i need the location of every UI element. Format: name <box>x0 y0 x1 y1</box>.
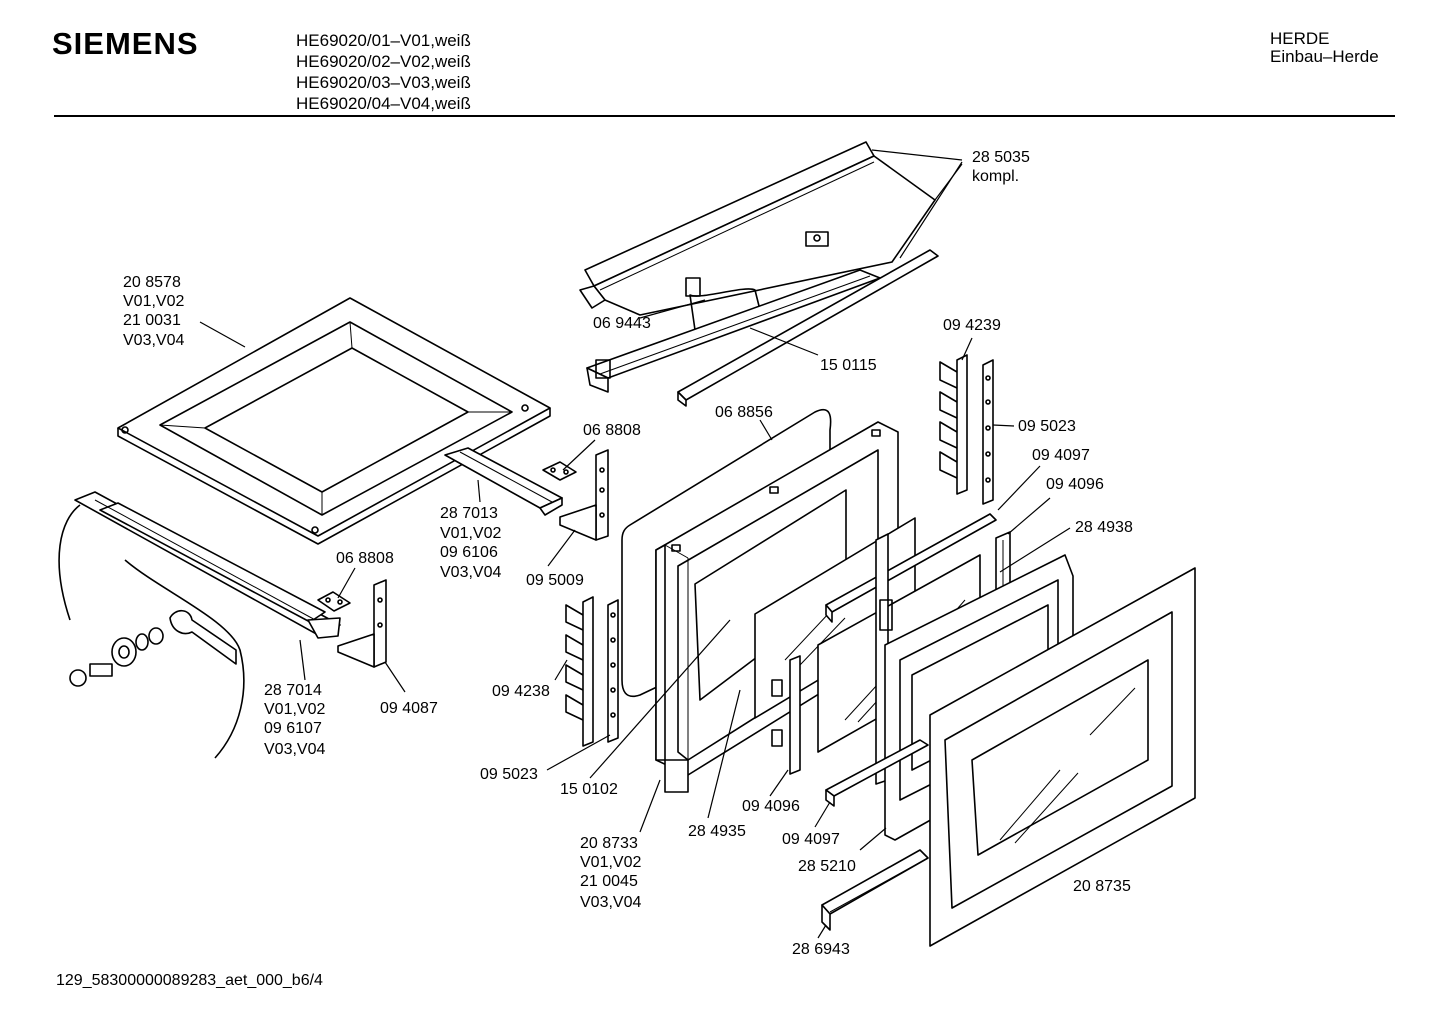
model-2: HE69020/02–V02,weiß <box>296 52 471 71</box>
model-3: HE69020/03–V03,weiß <box>296 73 471 92</box>
part-lower-strip <box>825 739 929 807</box>
svg-text:06 8808: 06 8808 <box>336 550 394 567</box>
label-094087: 09 4087 <box>380 700 438 717</box>
part-detail-view <box>58 504 245 759</box>
svg-text:20 8735: 20 8735 <box>1073 878 1131 895</box>
label-150102: 15 0102 <box>560 781 618 798</box>
leader-lines <box>199 149 1071 939</box>
model-list: HE69020/01–V01,weiß HE69020/02–V02,weiß … <box>296 30 471 114</box>
label-208578: 20 8578 V01,V02 21 0031 V03,V04 <box>123 274 184 349</box>
label-284935: 28 4935 <box>688 823 746 840</box>
label-285210: 28 5210 <box>798 858 856 875</box>
part-right-rail <box>444 447 563 516</box>
svg-text:09 4096: 09 4096 <box>1046 476 1104 493</box>
svg-text:kompl.: kompl. <box>972 168 1019 185</box>
part-seal-strip <box>677 249 939 407</box>
label-208733: 20 8733 V01,V02 21 0045 V03,V04 <box>580 835 641 911</box>
label-068808-lower: 06 8808 <box>336 550 394 567</box>
svg-text:09 4239: 09 4239 <box>943 317 1001 334</box>
label-208735: 20 8735 <box>1073 878 1131 895</box>
label-094238: 09 4238 <box>492 683 550 700</box>
part-top-cover <box>117 297 551 545</box>
label-286943: 28 6943 <box>792 941 850 958</box>
category-sub: Einbau–Herde <box>1270 47 1379 66</box>
document-id: 129_58300000089283_aet_000_b6/4 <box>56 972 323 989</box>
svg-text:28 6943: 28 6943 <box>792 941 850 958</box>
svg-text:09 6106: 09 6106 <box>440 544 498 561</box>
svg-text:28 4938: 28 4938 <box>1075 519 1133 536</box>
label-094096-lower: 09 4096 <box>742 798 800 815</box>
svg-text:28 7014: 28 7014 <box>264 682 322 699</box>
part-hinge-rack-right <box>939 354 994 505</box>
svg-text:09 4097: 09 4097 <box>1032 447 1090 464</box>
label-094096-upper: 09 4096 <box>1046 476 1104 493</box>
label-094097-lower: 09 4097 <box>782 831 840 848</box>
label-285035: 28 5035 kompl. <box>972 149 1030 185</box>
part-bracket-lower <box>337 579 387 668</box>
part-left-rail <box>74 491 341 639</box>
svg-text:21 0031: 21 0031 <box>123 312 181 329</box>
svg-text:09 4087: 09 4087 <box>380 700 438 717</box>
svg-text:15 0115: 15 0115 <box>820 357 877 374</box>
label-287014: 28 7014 V01,V02 09 6107 V03,V04 <box>264 682 325 758</box>
svg-text:06 8808: 06 8808 <box>583 422 641 439</box>
label-150115: 15 0115 <box>820 357 877 374</box>
label-095009: 09 5009 <box>526 572 584 589</box>
model-4: HE69020/04–V04,weiß <box>296 94 471 113</box>
svg-text:28 5210: 28 5210 <box>798 858 856 875</box>
part-clip-lower <box>317 591 351 612</box>
svg-text:28 5035: 28 5035 <box>972 149 1030 166</box>
label-094239: 09 4239 <box>943 317 1001 334</box>
svg-text:09 5023: 09 5023 <box>480 766 538 783</box>
svg-text:V03,V04: V03,V04 <box>264 741 325 758</box>
svg-text:09 5009: 09 5009 <box>526 572 584 589</box>
part-inner-frame <box>655 421 899 793</box>
label-284938: 28 4938 <box>1075 519 1133 536</box>
part-hinge-cover <box>579 141 936 332</box>
svg-text:20 8578: 20 8578 <box>123 274 181 291</box>
svg-text:06 8856: 06 8856 <box>715 404 773 421</box>
svg-text:V01,V02: V01,V02 <box>264 701 325 718</box>
svg-text:09 4096: 09 4096 <box>742 798 800 815</box>
svg-text:09 4238: 09 4238 <box>492 683 550 700</box>
svg-text:V03,V04: V03,V04 <box>580 894 641 911</box>
svg-text:V03,V04: V03,V04 <box>123 332 184 349</box>
svg-text:06 9443: 06 9443 <box>593 315 651 332</box>
label-069443: 06 9443 <box>593 315 651 332</box>
category-main: HERDE <box>1270 29 1330 48</box>
brand-logo: SIEMENS <box>52 26 199 61</box>
header-rule <box>54 115 1395 117</box>
svg-text:20 8733: 20 8733 <box>580 835 638 852</box>
svg-text:V01,V02: V01,V02 <box>440 525 501 542</box>
label-095023-lower: 09 5023 <box>480 766 538 783</box>
svg-text:09 5023: 09 5023 <box>1018 418 1076 435</box>
part-bracket-upper <box>559 449 609 541</box>
svg-text:15 0102: 15 0102 <box>560 781 618 798</box>
part-hinge-rack-left <box>565 596 619 747</box>
svg-text:09 6107: 09 6107 <box>264 720 322 737</box>
part-clip-upper <box>542 461 577 481</box>
part-outer-glass <box>929 567 1196 947</box>
svg-text:V03,V04: V03,V04 <box>440 564 501 581</box>
category: HERDE Einbau–Herde <box>1270 30 1379 66</box>
svg-text:28 4935: 28 4935 <box>688 823 746 840</box>
svg-text:28 7013: 28 7013 <box>440 505 498 522</box>
part-bottom-trim <box>821 849 929 931</box>
part-cross-strip <box>825 513 997 623</box>
label-068808-upper: 06 8808 <box>583 422 641 439</box>
svg-text:V01,V02: V01,V02 <box>123 293 184 310</box>
svg-text:21 0045: 21 0045 <box>580 873 638 890</box>
svg-text:09 4097: 09 4097 <box>782 831 840 848</box>
svg-text:V01,V02: V01,V02 <box>580 854 641 871</box>
label-094097-upper: 09 4097 <box>1032 447 1090 464</box>
part-center-upright <box>771 533 893 785</box>
label-095023-upper: 09 5023 <box>1018 418 1076 435</box>
label-287013: 28 7013 V01,V02 09 6106 V03,V04 <box>440 505 501 581</box>
label-068856: 06 8856 <box>715 404 773 421</box>
model-1: HE69020/01–V01,weiß <box>296 31 471 50</box>
